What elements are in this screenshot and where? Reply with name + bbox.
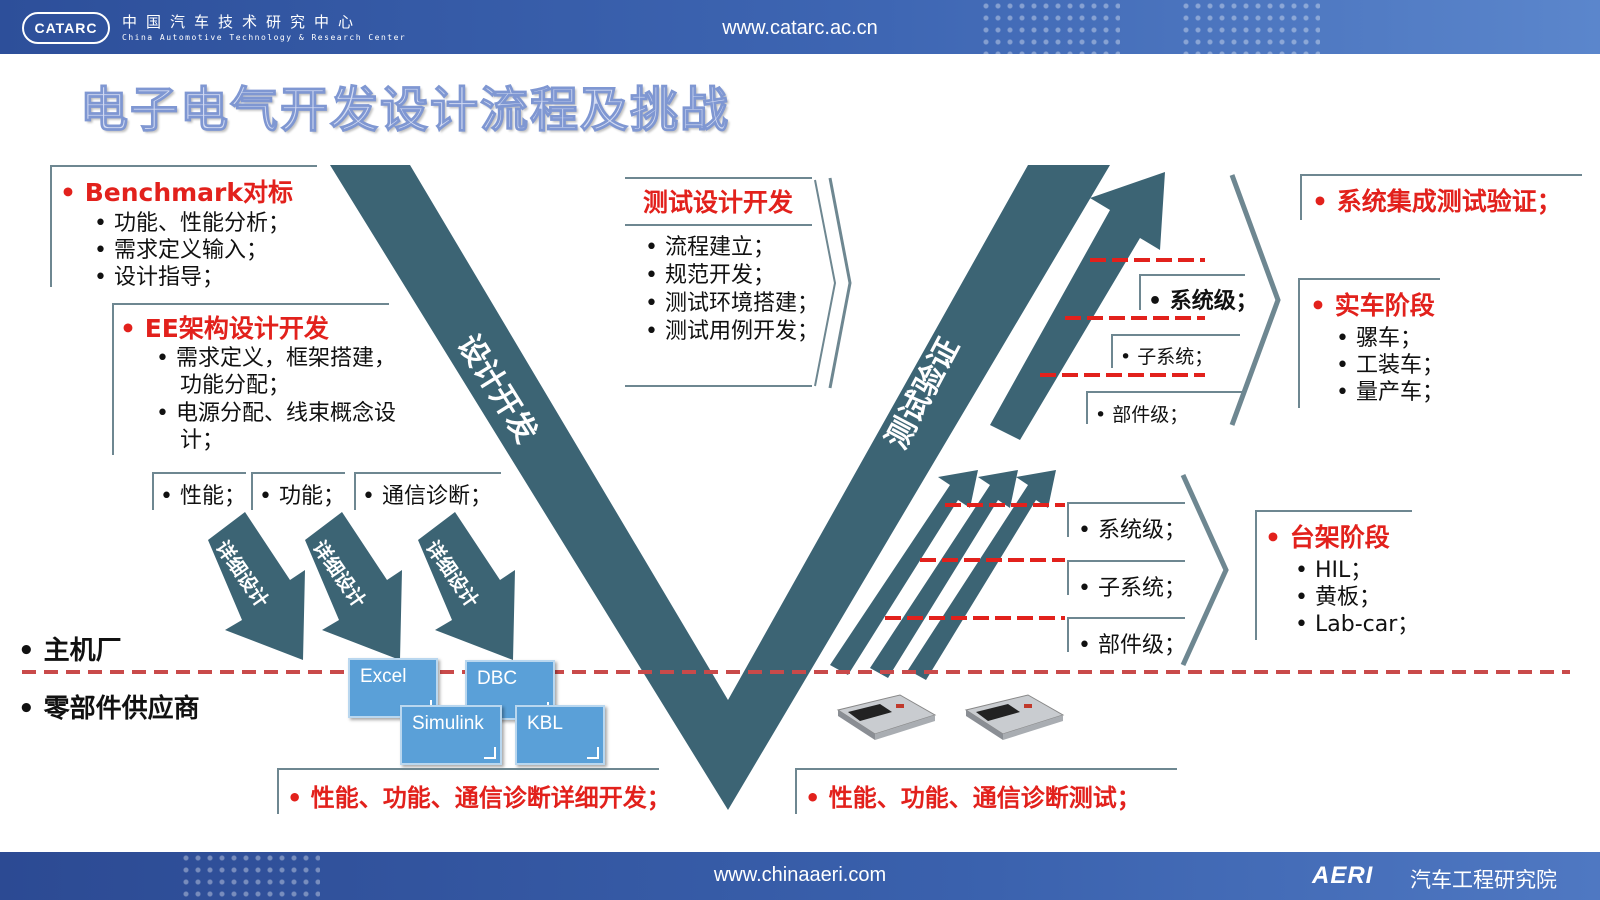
detail-arrow-2 <box>305 512 402 660</box>
org-name-en: China Automotive Technology & Research C… <box>122 33 407 42</box>
lower-arrow-2 <box>870 470 1018 678</box>
lower-level-box <box>1067 502 1185 537</box>
footer-bar <box>0 852 1600 900</box>
page-title: 电子电气开发设计流程及挑战 <box>79 81 731 138</box>
test-design-title: 测试设计开发 <box>643 188 794 217</box>
upper-level-component: 部件级； <box>1095 400 1188 427</box>
ee-architecture-box: • EE架构设计开发 需求定义，框架搭建， 功能分配； 电源分配、线束概念设 计… <box>112 303 396 455</box>
kbl-doc: KBL <box>515 705 605 765</box>
integration-title: • 系统集成测试验证； <box>1312 187 1562 216</box>
bottom-right-text: • 性能、功能、通信诊断测试； <box>805 784 1141 812</box>
catarc-logo: CATARC <box>22 12 110 44</box>
upper-level-subsystem: 子系统； <box>1120 342 1213 369</box>
upper-levels-chevron <box>1229 174 1281 426</box>
benchmark-box: • Benchmark对标 功能、性能分析； 需求定义输入； 设计指导； <box>50 165 317 290</box>
footer-decoration <box>180 852 320 900</box>
upper-test-arrow <box>990 172 1165 440</box>
header-url[interactable]: www.catarc.ac.cn <box>722 17 878 39</box>
upper-level-box <box>1139 274 1245 310</box>
benchmark-title: • Benchmark对标 <box>60 178 293 207</box>
vehicle-stage-box: • 实车阶段 骡车； 工装车； 量产车； <box>1298 278 1444 408</box>
simulink-doc: Simulink <box>400 705 502 765</box>
bottom-left-box: • 性能、功能、通信诊断详细开发； <box>277 768 671 814</box>
lower-level-system: 系统级； <box>1078 512 1186 544</box>
ecu-image <box>836 694 937 740</box>
aeri-logo: AERI <box>1312 862 1374 889</box>
vehicle-stage-item: 量产车； <box>1336 374 1444 406</box>
test-design-item: 流程建立； <box>645 229 775 261</box>
test-design-item: 规范开发； <box>645 257 775 289</box>
header-decoration <box>980 0 1120 54</box>
upper-level-box <box>1086 391 1245 424</box>
lower-level-box <box>1067 617 1185 652</box>
performance-box: 性能； <box>152 472 246 510</box>
detail-arrow-1 <box>208 512 305 660</box>
ee-item: 需求定义，框架搭建， <box>156 340 396 372</box>
header-decoration <box>1180 0 1320 54</box>
org-name-cn: 中国汽车技术研究中心 <box>122 13 363 31</box>
integration-box: • 系统集成测试验证； <box>1300 174 1582 220</box>
lower-level-box <box>1067 560 1185 595</box>
test-design-chevron-inner <box>814 179 837 387</box>
lower-level-component: 部件级； <box>1078 627 1186 659</box>
comm-diag-box: 通信诊断； <box>354 472 501 510</box>
lower-arrow-1 <box>830 470 978 675</box>
ee-item: 功能分配； <box>180 373 291 398</box>
bench-stage-item: Lab-car； <box>1295 606 1419 638</box>
test-design-item: 测试环境搭建； <box>645 285 819 317</box>
bench-stage-title: • 台架阶段 <box>1265 523 1390 552</box>
bench-stage-box: • 台架阶段 HIL； 黄板； Lab-car； <box>1255 510 1419 640</box>
lower-level-subsystem: 子系统； <box>1078 570 1186 602</box>
ee-title: • EE架构设计开发 <box>120 314 329 343</box>
v-shape <box>330 165 1110 810</box>
header-bar: CATARC 中国汽车技术研究中心 China Automotive Techn… <box>0 0 1600 54</box>
upper-level-box <box>1111 334 1240 368</box>
ecu-image <box>964 694 1065 740</box>
footer-url[interactable]: www.chinaaeri.com <box>713 864 887 886</box>
test-design-item: 测试用例开发； <box>645 313 819 345</box>
vehicle-stage-title: • 实车阶段 <box>1310 291 1435 320</box>
benchmark-item: 设计指导； <box>94 259 224 291</box>
ee-item: 电源分配、线束概念设 <box>156 395 396 427</box>
supplier-label: • 零部件供应商 <box>18 694 200 724</box>
oem-label: • 主机厂 <box>18 636 122 666</box>
function-box: 功能； <box>251 472 345 510</box>
bottom-left-text: • 性能、功能、通信诊断详细开发； <box>287 784 671 812</box>
upper-level-system: 系统级； <box>1148 283 1258 315</box>
bottom-right-box: • 性能、功能、通信诊断测试； <box>795 768 1177 814</box>
lower-levels-chevron <box>1180 473 1229 667</box>
test-design-chevron <box>828 177 852 389</box>
lower-arrow-3 <box>908 470 1056 680</box>
ee-item: 计； <box>180 428 225 453</box>
detail-arrow-3 <box>418 512 515 660</box>
test-design-box: 测试设计开发 流程建立； 规范开发； 测试环境搭建； 测试用例开发； <box>625 178 825 388</box>
aeri-org-name: 汽车工程研究院 <box>1410 868 1557 892</box>
